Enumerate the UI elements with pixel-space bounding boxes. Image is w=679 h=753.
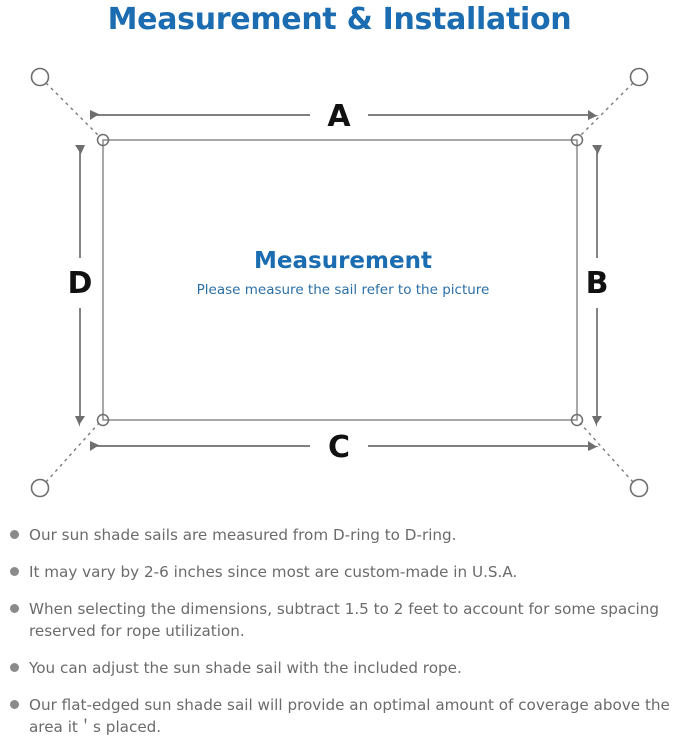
sail-heading: Measurement bbox=[254, 248, 432, 274]
d-ring-bottom-right-icon bbox=[570, 413, 584, 427]
bullet-icon bbox=[10, 700, 19, 709]
d-ring-top-left-icon bbox=[96, 133, 110, 147]
anchor-post-top-right-icon bbox=[629, 67, 649, 87]
note-text: When selecting the dimensions, subtract … bbox=[29, 600, 660, 640]
anchor-post-bottom-left-icon bbox=[30, 478, 50, 498]
list-item: It may vary by 2-6 inches since most are… bbox=[0, 561, 679, 583]
dimension-a-label: A bbox=[327, 99, 351, 134]
dimension-c-label: C bbox=[328, 430, 350, 465]
anchor-post-top-left-icon bbox=[30, 67, 50, 87]
sail-subheading: Please measure the sail refer to the pic… bbox=[197, 282, 490, 298]
dimension-b: B bbox=[586, 145, 609, 427]
note-text: It may vary by 2-6 inches since most are… bbox=[29, 563, 518, 581]
shade-sail-diagram: A C D B Measurement Please me bbox=[0, 50, 679, 510]
dimension-d: D bbox=[68, 145, 93, 427]
d-rings bbox=[96, 133, 584, 427]
bullet-icon bbox=[10, 530, 19, 539]
anchor-posts bbox=[30, 67, 649, 498]
d-ring-bottom-left-icon bbox=[96, 413, 110, 427]
bullet-icon bbox=[10, 663, 19, 672]
note-text: You can adjust the sun shade sail with t… bbox=[29, 659, 462, 677]
bullet-icon bbox=[10, 604, 19, 613]
dimension-a: A bbox=[90, 99, 599, 134]
notes-list: Our sun shade sails are measured from D-… bbox=[0, 524, 679, 753]
rope-top-left bbox=[45, 82, 100, 137]
anchor-post-bottom-right-icon bbox=[629, 478, 649, 498]
rope-bottom-right bbox=[579, 422, 634, 483]
list-item: When selecting the dimensions, subtract … bbox=[0, 598, 679, 642]
bullet-icon bbox=[10, 567, 19, 576]
dimension-c: C bbox=[90, 430, 599, 465]
list-item: Our sun shade sails are measured from D-… bbox=[0, 524, 679, 546]
sail-outline bbox=[102, 139, 578, 421]
dimension-d-label: D bbox=[68, 266, 93, 301]
dimension-b-label: B bbox=[586, 266, 609, 301]
list-item: Our flat-edged sun shade sail will provi… bbox=[0, 694, 679, 738]
rope-top-right bbox=[579, 82, 634, 137]
rope-lines bbox=[45, 82, 634, 483]
d-ring-top-right-icon bbox=[570, 133, 584, 147]
note-text: Our flat-edged sun shade sail will provi… bbox=[29, 696, 670, 736]
note-text: Our sun shade sails are measured from D-… bbox=[29, 526, 457, 544]
rope-bottom-left bbox=[45, 422, 100, 483]
page-title: Measurement & Installation bbox=[107, 2, 572, 37]
list-item: You can adjust the sun shade sail with t… bbox=[0, 657, 679, 679]
